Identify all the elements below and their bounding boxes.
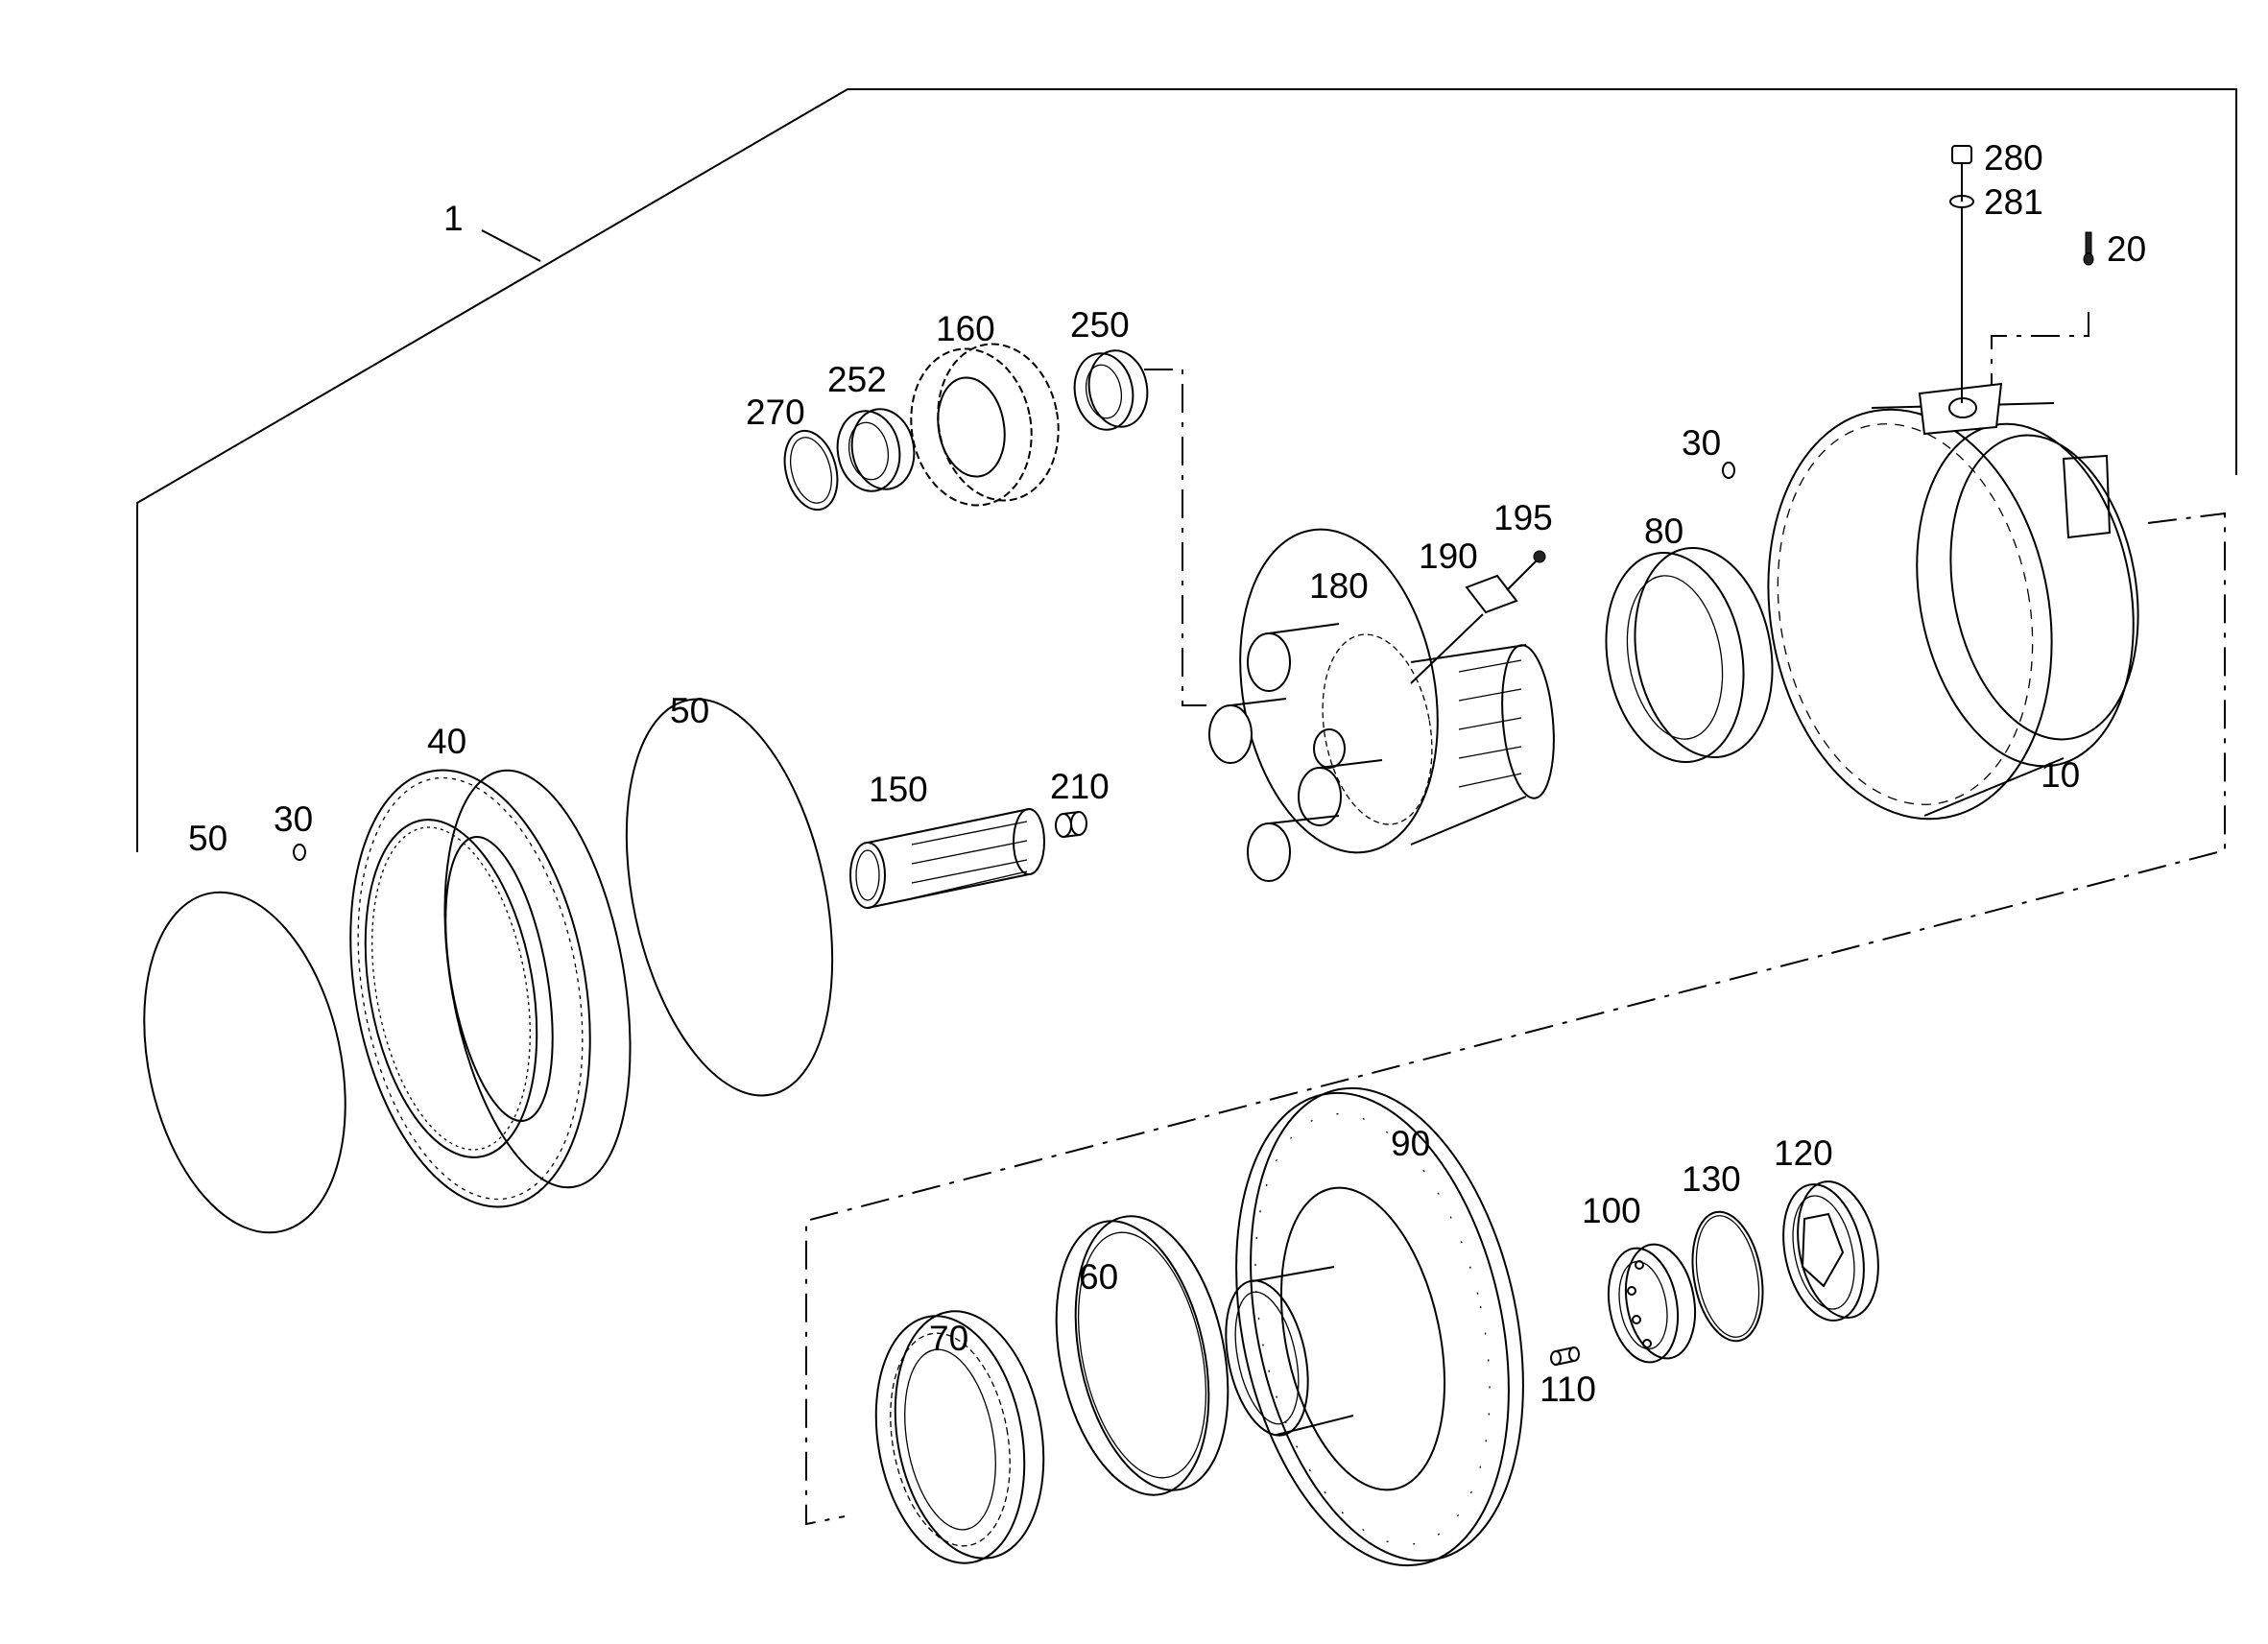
callout-40: 40 (427, 722, 466, 761)
callout-210: 210 (1050, 767, 1110, 806)
callout-150: 150 (869, 770, 928, 809)
callout-250: 250 (1070, 305, 1130, 345)
part-195-screw (1506, 550, 1546, 591)
part-280-plug (1951, 145, 1972, 202)
part-30-plug-right (1722, 462, 1735, 479)
part-60-seal (1055, 1215, 1229, 1496)
part-100-ring-nut (1607, 1243, 1697, 1364)
callout-120: 120 (1774, 1133, 1833, 1173)
part-10-housing (1767, 382, 2139, 821)
part-40-ring-gear (349, 769, 632, 1208)
callout-1: 1 (443, 199, 464, 238)
callout-90: 90 (1391, 1124, 1430, 1163)
callout-281: 281 (1984, 182, 2043, 222)
part-270-snap-ring (783, 429, 839, 512)
part-120-cover (1782, 1180, 1879, 1322)
callout-160: 160 (936, 309, 995, 348)
callout-195: 195 (1493, 498, 1553, 537)
part-70-bearing (874, 1310, 1045, 1564)
callout-252: 252 (827, 360, 887, 399)
callout-50-left: 50 (188, 819, 227, 858)
leader-lines (805, 312, 2226, 1526)
part-110-pin (1550, 1346, 1580, 1366)
callout-60: 60 (1079, 1257, 1118, 1297)
part-30-plug-left (293, 844, 306, 861)
callout-labels: 1 10 20 30 30 40 50 50 60 70 80 90 100 1… (188, 138, 2146, 1409)
part-160-planet-gear (910, 343, 1060, 507)
callout-180: 180 (1309, 566, 1369, 606)
callout-30-right: 30 (1682, 423, 1721, 463)
part-190-plate (1410, 574, 1518, 684)
part-90-wheel-hub (1225, 1086, 1524, 1567)
callout-10: 10 (2041, 755, 2080, 795)
callout-70: 70 (929, 1319, 968, 1358)
part-130-oring (1691, 1210, 1764, 1343)
callout-110: 110 (1540, 1370, 1596, 1409)
part-150-splined-sleeve (849, 808, 1045, 909)
callout-130: 130 (1682, 1159, 1741, 1199)
part-50-oring-left (143, 891, 346, 1234)
assembly-bracket (136, 88, 2237, 852)
callout-270: 270 (746, 393, 805, 432)
callout-280: 280 (1984, 138, 2043, 178)
part-252-bearing (836, 408, 916, 492)
callout-30-left: 30 (274, 799, 313, 839)
callout-100: 100 (1582, 1191, 1641, 1230)
callout-190: 190 (1419, 536, 1478, 576)
part-80-tapered-bearing (1605, 546, 1774, 764)
callout-50-middle: 50 (670, 691, 709, 730)
part-210-pin (1055, 811, 1087, 838)
part-250-bearing (1073, 349, 1149, 431)
callout-80: 80 (1644, 512, 1683, 551)
part-281-seal-ring (1949, 195, 1974, 403)
callout-20: 20 (2107, 229, 2146, 269)
part-20-screw (2083, 231, 2094, 266)
part-180-planet-carrier (1208, 528, 1555, 882)
part-50-oring-middle (625, 698, 834, 1097)
